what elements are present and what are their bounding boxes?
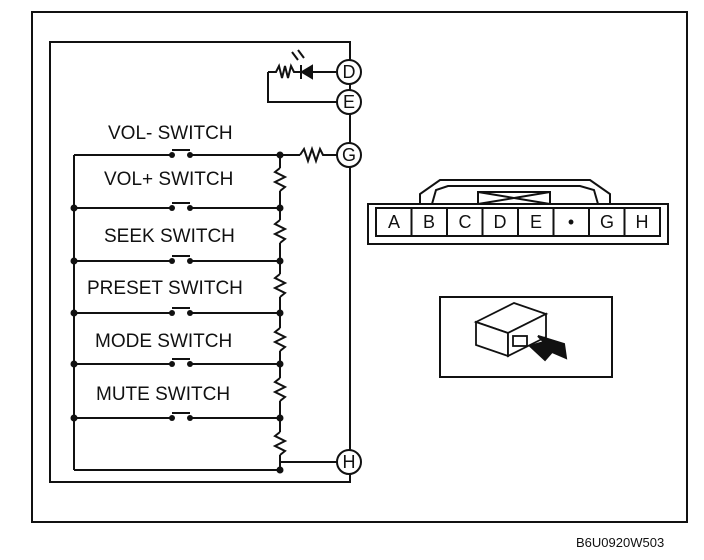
connector-pin-label: A [388, 212, 400, 232]
connector-pin-label: E [530, 212, 542, 232]
connector-view-frame [439, 296, 613, 378]
switch-rung-preset [74, 307, 280, 314]
terminal-g-label: G [342, 145, 356, 165]
switch-rung-mute [74, 412, 280, 419]
figure-code: B6U0920W503 [576, 535, 664, 550]
terminal-h-circle [336, 449, 362, 475]
junction-dots [70, 151, 284, 474]
led-resistor [268, 63, 301, 79]
switch-rung-seek [74, 255, 280, 262]
connector-latch [419, 179, 611, 205]
unit-enclosure [49, 41, 351, 483]
switch-label-vol-minus: VOL- SWITCH [108, 123, 233, 144]
switch-label-mode: MODE SWITCH [95, 331, 232, 352]
terminal-g-circle [336, 142, 362, 168]
terminal-e-label: E [343, 92, 355, 112]
connector-pin-label: • [568, 212, 574, 232]
illumination-led [291, 49, 336, 80]
switch-label-seek: SEEK SWITCH [104, 226, 235, 247]
connector-pin-label: C [459, 212, 472, 232]
terminal-e-circle [336, 89, 362, 115]
outer-frame [31, 11, 688, 523]
switch-contacts [169, 152, 193, 421]
connector-pin-label: B [423, 212, 435, 232]
control-unit-icon [473, 302, 549, 358]
switch-label-mute: MUTE SWITCH [96, 384, 230, 405]
switch-rung-vol-minus [74, 149, 280, 156]
terminal-d-label: D [343, 62, 356, 82]
terminal-d-circle [336, 59, 362, 85]
switch-rung-vol-plus [74, 202, 280, 209]
connector-pin-label: D [494, 212, 507, 232]
connector-housing [367, 203, 669, 245]
input-resistor [299, 145, 337, 165]
connector-pin-label: H [636, 212, 649, 232]
wire-led-to-e [267, 72, 337, 103]
connector-pin-label: G [600, 212, 614, 232]
switch-label-preset: PRESET SWITCH [87, 278, 243, 299]
switch-label-vol-plus: VOL+ SWITCH [104, 169, 233, 190]
terminal-h-label: H [343, 452, 356, 472]
arrow-icon [528, 335, 568, 362]
switch-rung-mode [74, 358, 280, 365]
